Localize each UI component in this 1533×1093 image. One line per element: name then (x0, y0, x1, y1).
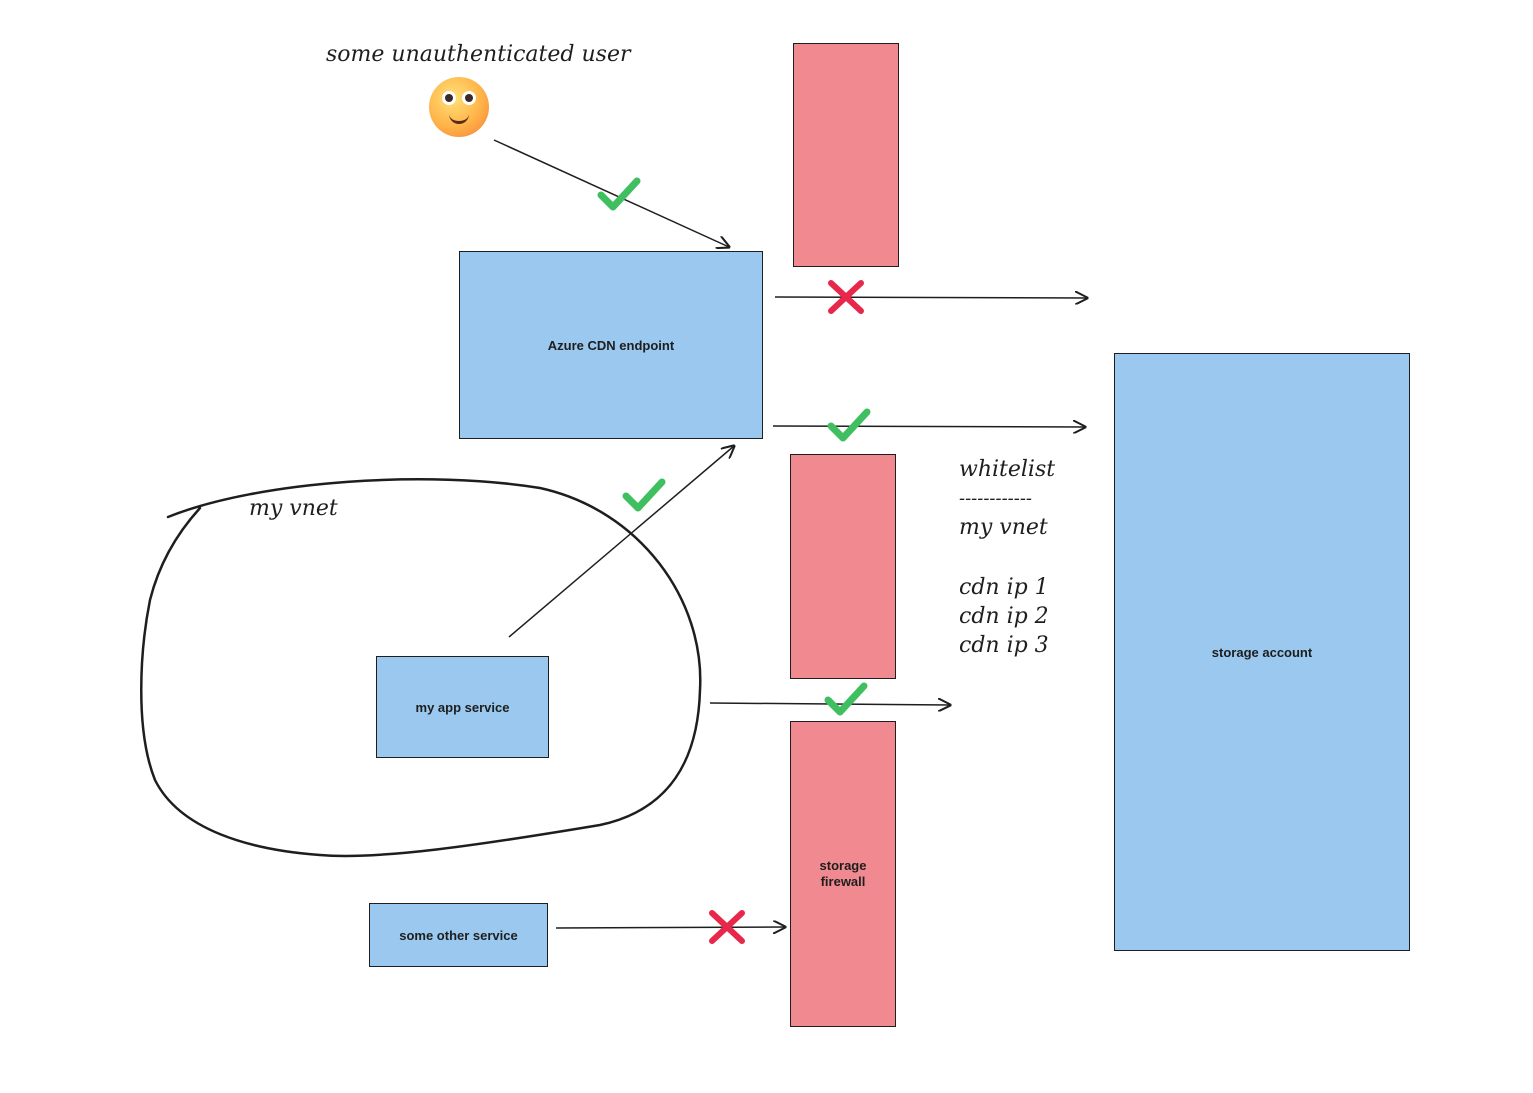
storage-firewall-middle (790, 454, 896, 679)
smiley-face-icon (429, 77, 489, 137)
vnet-boundary (140, 478, 702, 858)
cross-icon (709, 910, 745, 944)
azure-cdn-endpoint-label: Azure CDN endpoint (547, 337, 675, 353)
whitelist-title: whitelist (959, 457, 1056, 482)
arrow-other-service-blocked (555, 927, 785, 928)
vnet-label: my vnet (249, 496, 338, 521)
check-icon (824, 682, 868, 716)
some-other-service-label: some other service (399, 927, 518, 943)
storage-firewall-bottom: storage firewall (790, 721, 896, 1027)
my-app-service-label: my app service (415, 699, 510, 715)
storage-account: storage account (1114, 353, 1410, 951)
arrow-cdn-blocked (774, 297, 1087, 298)
check-icon (827, 408, 871, 442)
storage-account-label: storage account (1211, 644, 1313, 660)
whitelist-entry: cdn ip 3 (959, 633, 1049, 658)
user-label: some unauthenticated user (326, 42, 631, 67)
whitelist-entry: my vnet (959, 515, 1048, 540)
whitelist-divider: ------------ (959, 488, 1032, 509)
arrow-user-to-cdn (493, 139, 729, 247)
storage-firewall-label: storage firewall (819, 858, 867, 889)
whitelist-entry: cdn ip 1 (959, 575, 1049, 600)
arrow-app-to-cdn (508, 446, 734, 638)
azure-cdn-endpoint: Azure CDN endpoint (459, 251, 763, 439)
whitelist-entry: cdn ip 2 (959, 604, 1049, 629)
check-icon (597, 177, 641, 211)
storage-firewall-top (793, 43, 899, 267)
cross-icon (828, 280, 864, 314)
arrow-cdn-to-storage (772, 426, 1085, 427)
some-other-service: some other service (369, 903, 548, 967)
whitelist-notes: whitelist ------------ my vnet cdn ip 1 … (959, 455, 1055, 660)
check-icon (622, 478, 666, 512)
my-app-service: my app service (376, 656, 549, 758)
